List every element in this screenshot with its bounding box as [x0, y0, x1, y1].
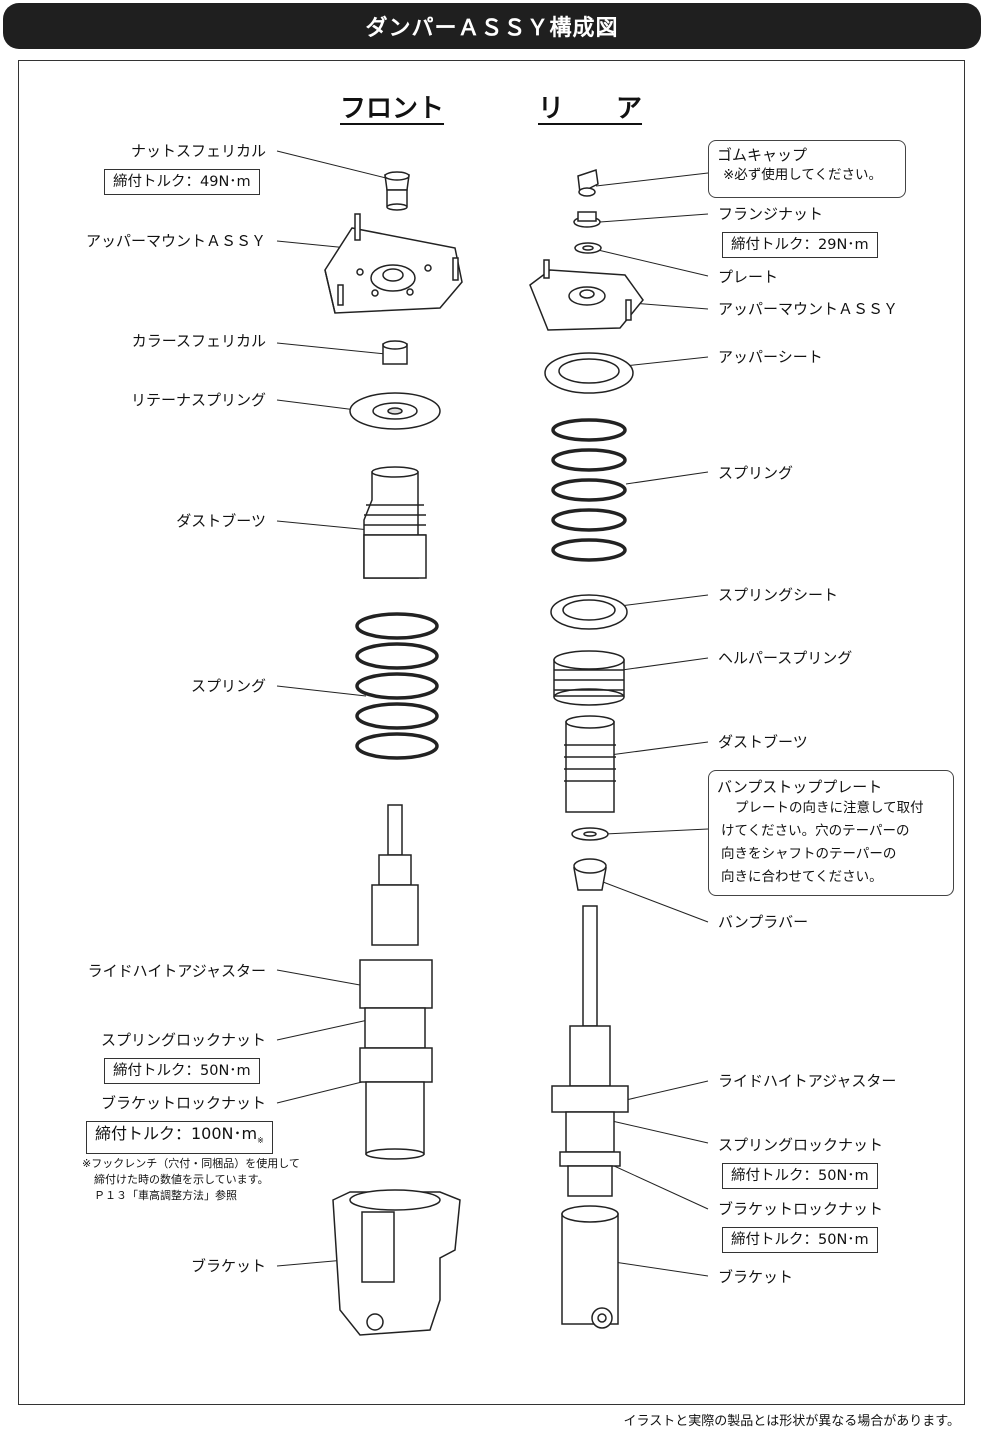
front-label-bracket: ブラケット — [190, 1257, 266, 1275]
rear-label-dust-boot: ダストブーツ — [718, 733, 808, 751]
rear-label-spring-lock: スプリングロックナット — [718, 1136, 884, 1154]
front-leader-lines — [276, 150, 387, 1267]
front-nut-torque-box: 締付トルク：49N･m — [104, 169, 260, 195]
rear-label-spring-seat: スプリングシート — [718, 586, 839, 604]
rear-label-flange-nut: フランジナット — [718, 205, 824, 223]
rear-leader-lines — [595, 172, 709, 1277]
rear-label-bump-rubber: バンプラバー — [718, 913, 809, 931]
rear-spring — [551, 418, 627, 562]
front-bracket — [332, 1189, 461, 1336]
rear-rubber-cap-note: ※必ず使用してください。 — [723, 167, 883, 183]
front-label-spring: スプリング — [190, 677, 266, 695]
diagram-frame — [18, 60, 965, 1405]
front-label-ride-height: ライドハイトアジャスター — [87, 962, 266, 980]
front-label-retainer: リテーナスプリング — [130, 391, 266, 409]
rear-label-bracket-lock: ブラケットロックナット — [718, 1200, 884, 1218]
front-label-nut: ナットスフェリカル — [130, 142, 266, 160]
rear-bracket — [561, 1205, 619, 1329]
rear-bump-plate-box: バンプストッププレート プレートの向きに注意して取付 けてください。穴のテーパー… — [708, 770, 954, 896]
rear-damper-body — [551, 905, 629, 1197]
front-bracket-lock-mark: ※ — [257, 1136, 264, 1146]
front-label-spring-lock: スプリングロックナット — [100, 1031, 266, 1049]
rear-flange-nut-torque-box: 締付トルク：29N･m — [722, 232, 878, 258]
front-note-line-1: ※フックレンチ（穴付・同梱品）を使用して — [82, 1157, 300, 1170]
rear-label-spring: スプリング — [718, 464, 794, 482]
front-dust-boot — [363, 466, 427, 579]
rear-plate — [574, 242, 602, 254]
front-label-collar: カラースフェリカル — [131, 332, 266, 350]
rear-bump-rubber — [573, 858, 607, 891]
rear-label-bracket: ブラケット — [718, 1268, 794, 1286]
rear-bump-plate-note-3: 向きをシャフトのテーパーの — [721, 846, 897, 862]
rear-rubber-cap-box: ゴムキャップ ※必ず使用してください。 — [708, 140, 906, 198]
rear-column-title: リ ア — [538, 94, 643, 124]
front-column-title: フロント — [340, 94, 445, 124]
front-nut-spherical — [384, 171, 410, 211]
rear-label-ride-height: ライドハイトアジャスター — [718, 1072, 897, 1090]
header-bar: ダンパーＡＳＳＹ構成図 — [3, 3, 981, 49]
rear-upper-mount — [529, 259, 644, 331]
front-note-line-3: Ｐ１３「車高調整方法」参照 — [94, 1189, 237, 1202]
rear-rubber-cap — [577, 169, 599, 197]
front-label-dust-boot: ダストブーツ — [176, 512, 266, 530]
rear-bump-plate — [571, 827, 609, 841]
front-damper-body — [359, 804, 433, 1160]
rear-bump-plate-note-1: プレートの向きに注意して取付 — [735, 800, 924, 816]
rear-label-upper-mount: アッパーマウントＡＳＳＹ — [718, 300, 899, 318]
footer-disclaimer: イラストと実際の製品とは形状が異なる場合があります。 — [623, 1414, 960, 1429]
front-note-line-2: 締付けた時の数値を示しています。 — [94, 1173, 269, 1186]
rear-label-plate: プレート — [718, 268, 779, 286]
front-label-bracket-lock: ブラケットロックナット — [100, 1094, 266, 1112]
rear-label-upper-seat: アッパーシート — [718, 348, 823, 366]
rear-bracket-lock-torque-box: 締付トルク：50N･m — [722, 1227, 878, 1253]
rear-label-helper-spring: ヘルパースプリング — [718, 649, 853, 667]
rear-spring-seat — [550, 594, 628, 630]
front-spring — [355, 612, 439, 760]
front-upper-mount — [324, 213, 463, 314]
rear-bump-plate-note-4: 向きに合わせてください。 — [721, 869, 883, 885]
rear-label-bump-plate: バンプストッププレート — [717, 778, 883, 796]
rear-dust-boot — [564, 715, 616, 813]
front-bracket-lock-torque-box: 締付トルク：100N･m※ — [86, 1121, 273, 1155]
rear-upper-seat — [544, 352, 634, 394]
front-spring-lock-torque-box: 締付トルク：50N･m — [104, 1058, 260, 1084]
rear-helper-spring — [553, 650, 625, 706]
rear-flange-nut — [573, 211, 601, 228]
front-label-upper-mount: アッパーマウントＡＳＳＹ — [85, 232, 266, 250]
front-retainer — [349, 392, 441, 430]
front-bracket-lock-torque-text: 締付トルク：100N･m — [95, 1124, 258, 1143]
rear-bump-plate-note-2: けてください。穴のテーパーの — [721, 823, 910, 839]
header-title: ダンパーＡＳＳＹ構成図 — [365, 16, 619, 41]
rear-spring-lock-torque-box: 締付トルク：50N･m — [722, 1163, 878, 1189]
front-collar — [382, 340, 408, 365]
rear-label-rubber-cap: ゴムキャップ — [717, 146, 808, 164]
